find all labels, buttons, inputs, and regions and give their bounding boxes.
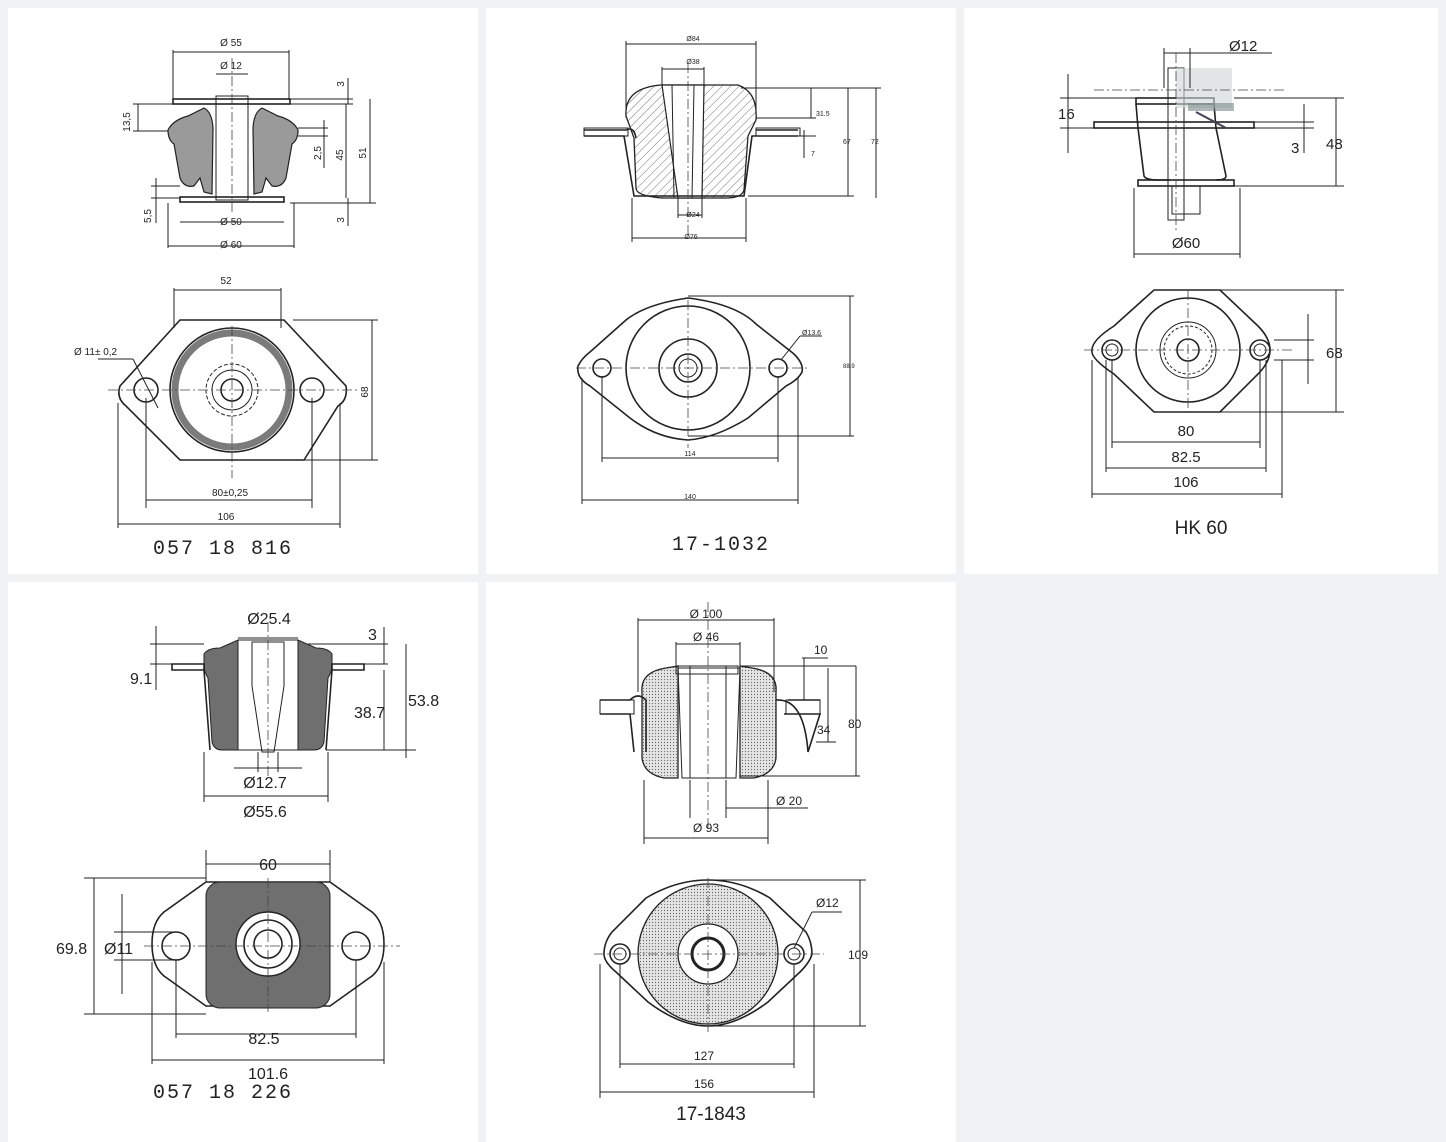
dim-w1016: 101.6 [248,1066,288,1083]
dim-d50: Ø 50 [220,217,242,228]
drawing-card-057-18-816: Ø 55 Ø 12 Ø 50 Ø 60 13,5 5,5 3 2,5 45 51… [8,8,478,574]
dim-d127: Ø12.7 [243,775,287,792]
dim-w106: 106 [218,512,235,523]
dim-w52: 52 [220,276,232,287]
dim-h68: 68 [1326,345,1343,362]
dim-h48: 48 [1326,136,1343,153]
dim-h538: 53.8 [408,693,439,710]
dim-w156: 156 [694,1077,714,1091]
dim-w114: 114 [684,451,695,458]
dim-h109: 109 [848,948,868,962]
dim-d93: Ø 93 [693,821,719,835]
dim-d38: Ø38 [686,59,699,66]
dim-d55: Ø 55 [220,38,242,49]
dim-h387: 38.7 [354,705,385,722]
drawing-card-hk-60: Ø12 16 3 48 Ø60 68 80 82.5 106 HK 60 [964,8,1438,574]
dim-h34: 34 [817,723,831,737]
dim-h16: 16 [1058,106,1075,123]
dim-h135: 13,5 [122,112,133,132]
dim-h10: 10 [814,643,828,657]
dim-h51: 51 [358,147,369,159]
part-number-caption: 17-1032 [671,534,770,557]
dim-w825: 82.5 [1171,449,1200,466]
technical-drawing: Ø 100 Ø 46 10 34 80 Ø 20 Ø 93 Ø12 109 12… [594,602,868,1098]
part-number-caption: 17-1843 [676,1104,746,1125]
dim-w80: 80 [1178,423,1195,440]
drawing-card-17-1032: Ø84 Ø38 Ø24 Ø76 31.5 67 72 7 Ø13.6 88.9 … [486,8,956,574]
dim-d556: Ø55.6 [243,804,287,821]
dim-h7: 7 [811,151,815,158]
dim-h72: 72 [871,139,879,146]
dim-h3b: 3 [336,217,347,223]
dim-d24: Ø24 [686,212,699,219]
dim-w80: 80±0,25 [212,488,249,499]
dim-h698: 69.8 [56,941,87,958]
dim-h3: 3 [368,627,377,644]
dim-d11: Ø11 [104,941,133,958]
technical-drawing: Ø12 16 3 48 Ø60 68 80 82.5 106 [1058,38,1344,498]
dim-h68: 68 [360,386,371,398]
dim-w60: 60 [259,857,277,874]
dim-h3: 3 [1291,140,1299,157]
dim-h80: 80 [848,717,862,731]
dim-w825: 82.5 [248,1031,279,1048]
dim-d60: Ø60 [1172,235,1200,252]
dim-d60: Ø 60 [220,240,242,251]
dim-h315: 31.5 [816,111,830,118]
empty-grid-cell [964,582,1438,1142]
dim-h3a: 3 [336,81,347,87]
technical-drawing: Ø84 Ø38 Ø24 Ø76 31.5 67 72 7 Ø13.6 88.9 … [576,36,881,504]
dim-d46: Ø 46 [693,630,719,644]
dim-d136: Ø13.6 [802,330,821,337]
drawing-card-057-18-226: Ø25.4 3 9.1 38.7 53.8 Ø12.7 Ø55.6 60 69.… [8,582,478,1142]
dim-w127: 127 [694,1049,714,1063]
dim-h91: 9.1 [130,671,152,688]
dim-hole: Ø 11± 0,2 [74,347,118,358]
dim-w140: 140 [684,494,696,501]
dim-h67: 67 [843,139,851,146]
part-number-caption: 057 18 816 [152,538,294,561]
dim-d76: Ø76 [684,234,697,241]
dim-d12: Ø12 [1229,38,1257,55]
dim-d12: Ø12 [816,896,839,910]
dim-d100: Ø 100 [690,607,723,621]
technical-drawing: Ø 55 Ø 12 Ø 50 Ø 60 13,5 5,5 3 2,5 45 51… [74,38,378,528]
part-number-caption: 057 18 226 [152,1082,294,1105]
dim-d254: Ø25.4 [247,611,291,628]
drawing-card-17-1843: Ø 100 Ø 46 10 34 80 Ø 20 Ø 93 Ø12 109 12… [486,582,956,1142]
dim-h45: 45 [335,149,346,161]
dim-d84: Ø84 [686,36,699,43]
dim-d20: Ø 20 [776,794,802,808]
dim-h55: 5,5 [143,209,154,223]
dim-w106: 106 [1173,474,1198,491]
dim-d12: Ø 12 [220,61,242,72]
part-number-caption: HK 60 [1174,518,1228,539]
dim-h25: 2,5 [313,146,324,160]
technical-drawing: Ø25.4 3 9.1 38.7 53.8 Ø12.7 Ø55.6 60 69.… [56,611,439,1083]
dim-h889: 88.9 [843,364,855,370]
